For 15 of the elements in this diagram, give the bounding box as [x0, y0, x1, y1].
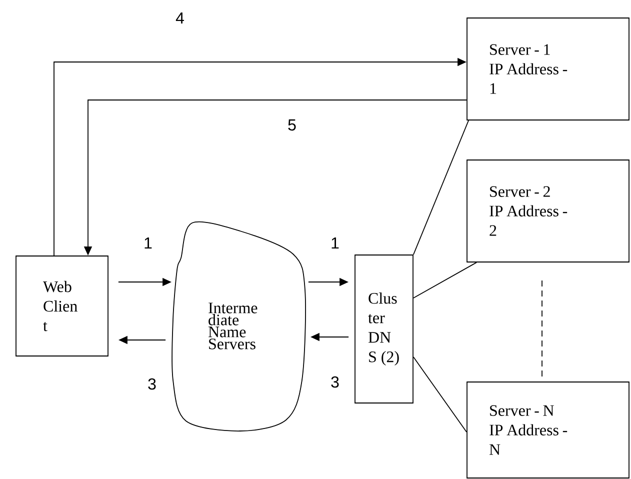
client-box: Web Clien t — [16, 256, 108, 356]
dns-box: Clus ter DN S (2) — [354, 254, 414, 404]
edge-label: 4 — [174, 12, 186, 24]
server-box: Server - 1 IP Address - 1 — [466, 18, 630, 120]
name-server-cloud: Interme diate Name Servers — [172, 221, 306, 432]
connector-line — [413, 262, 477, 298]
edge-label: 3 — [330, 375, 340, 389]
server-box: Server - N IP Address - N — [466, 382, 630, 478]
connector-line — [413, 120, 469, 255]
server-box: Server - 2 IP Address - 2 — [466, 160, 630, 262]
connector-line — [413, 356, 467, 432]
edge-label: 5 — [286, 118, 298, 132]
edge-label: 1 — [330, 236, 340, 250]
edge-label: 3 — [146, 377, 158, 391]
edge-label: 1 — [142, 236, 154, 250]
